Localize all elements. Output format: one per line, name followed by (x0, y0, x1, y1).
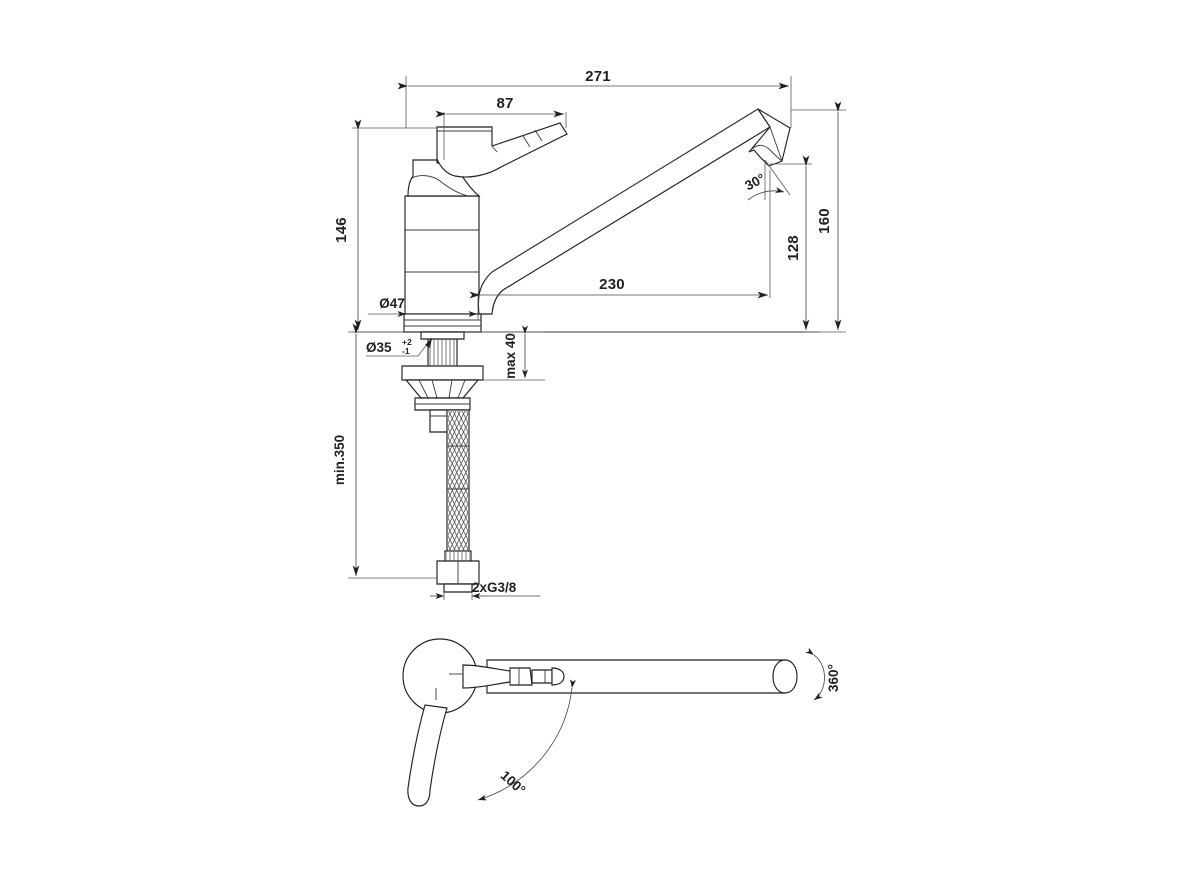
body-cylinder (404, 195, 480, 315)
flexible-hose (436, 409, 480, 593)
dimension-146: 146 (333, 119, 437, 333)
hose-end-thread (443, 583, 473, 593)
plan-spout-end-cap (772, 659, 798, 694)
base-flange (403, 313, 482, 333)
dimension-max40: max 40 (481, 325, 545, 381)
dimension-label-230: 230 (599, 276, 625, 293)
dimension-label-dia35-tol-upper: +2 (402, 337, 412, 347)
clamp-rib-2 (431, 379, 438, 399)
dimension-label-87: 87 (496, 95, 513, 112)
arc-360-degrees (805, 647, 825, 701)
dimension-label-160: 160 (816, 208, 833, 234)
spout-tip-fold (769, 126, 783, 162)
spout-tip (748, 108, 791, 167)
mounting-hardware (401, 331, 484, 433)
lever-handle (436, 122, 568, 178)
dimension-label-dia35: Ø35 (366, 340, 392, 355)
dimension-dia35: Ø35 +2 -1 (366, 337, 433, 357)
dimension-dia47: Ø47 (368, 296, 477, 317)
plan-handle-knob-1 (509, 667, 533, 686)
clamp-rib-4 (457, 379, 466, 399)
plan-handle-rotated (407, 704, 448, 807)
mounting-washer (401, 365, 484, 381)
dimension-label-g38: 2xG3/8 (472, 580, 517, 595)
clamp-rib-1 (418, 379, 429, 399)
plan-handle-knob-2 (531, 669, 553, 684)
dimension-min350: min.350 (332, 323, 437, 579)
ferrule-hatch (446, 552, 470, 560)
dimension-thread-g38: 2xG3/8 (430, 580, 540, 600)
clamp-rib-3 (448, 379, 453, 399)
handle-edge-detail (491, 145, 498, 153)
angle-30-leg-1 (764, 159, 791, 196)
shank-collar (420, 331, 465, 340)
dimension-label-271: 271 (585, 68, 611, 85)
dimension-230: 230 (469, 170, 771, 320)
dimension-label-360-degrees: 360° (826, 664, 841, 692)
dimension-87: 87 (435, 95, 567, 160)
dimension-label-dia35-tol-lower: -1 (402, 346, 410, 356)
dimension-label-min350: min.350 (332, 435, 347, 485)
aerator-outlet-curve (748, 144, 783, 162)
dimension-160: 160 (791, 101, 846, 333)
dimension-271: 271 (397, 68, 792, 128)
handle-grip-line-1 (522, 135, 531, 148)
dimension-label-max40: max 40 (503, 333, 518, 379)
handle-grip-line-2 (534, 129, 543, 142)
dimension-128: 128 (769, 155, 812, 330)
dimension-label-146: 146 (333, 217, 350, 243)
leader-dia35-arrowhead (425, 338, 432, 348)
plan-view: 100° 360° (402, 638, 841, 807)
angle-30-arc (747, 187, 785, 201)
shoulder-contour (411, 175, 469, 197)
dimension-label-128: 128 (785, 235, 802, 261)
faucet-elevation-geometry (403, 108, 791, 333)
arc-100-degrees (477, 679, 576, 801)
hose-braid-hatch (448, 411, 468, 550)
dimension-label-dia47: Ø47 (379, 296, 405, 311)
spout-inner-edge (491, 108, 759, 273)
elevation-view: 271 87 146 Ø47 (332, 68, 846, 600)
